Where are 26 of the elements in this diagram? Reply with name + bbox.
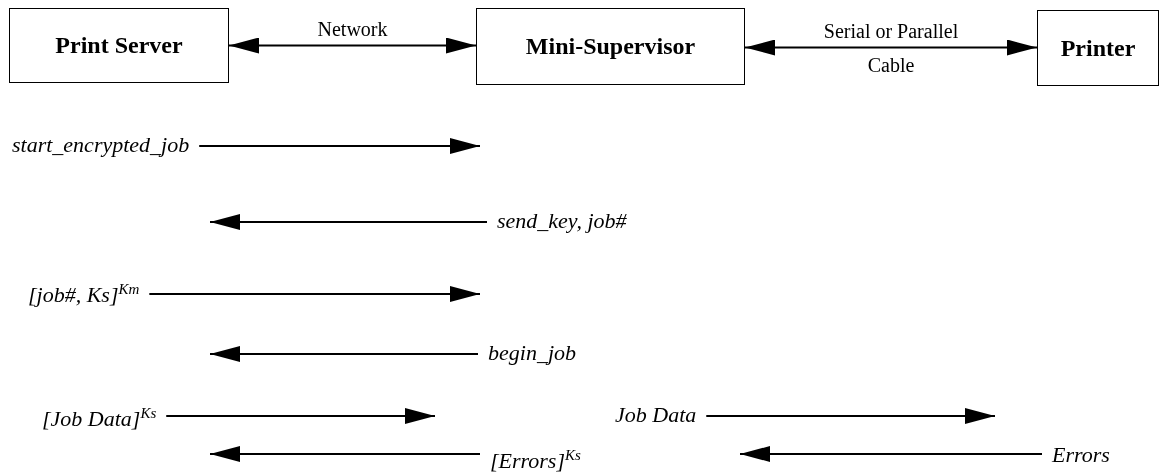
process-box bbox=[9, 8, 229, 83]
message-label: begin_job bbox=[488, 340, 576, 366]
arrow bbox=[165, 408, 436, 424]
message-label: [Job Data]$^{Ks}$ bbox=[42, 400, 157, 433]
arrow bbox=[209, 214, 488, 230]
box-label: Printer bbox=[1060, 34, 1136, 62]
process-box bbox=[1037, 10, 1159, 86]
arrow bbox=[198, 138, 481, 154]
arrow bbox=[705, 408, 996, 424]
box-label: Mini-Supervisor bbox=[525, 33, 696, 60]
message-label: [job#, Ks]$^{Km}$ bbox=[28, 276, 140, 309]
arrow bbox=[209, 446, 481, 462]
edge-label: Serial or Parallel Cable bbox=[822, 18, 960, 78]
message-label: Errors bbox=[1052, 442, 1110, 468]
message-label: [Errors]$^{Ks}$ bbox=[490, 442, 581, 475]
arrow bbox=[209, 346, 479, 362]
process-box bbox=[476, 8, 745, 85]
edge-label: Network bbox=[316, 16, 389, 42]
message-label: send_key, job# bbox=[497, 208, 627, 234]
message-label: start_encrypted_job bbox=[12, 132, 190, 158]
message-label: Job Data bbox=[615, 402, 697, 428]
arrow bbox=[228, 37, 477, 54]
box-label: Print Server bbox=[55, 32, 183, 59]
arrow bbox=[739, 446, 1043, 462]
arrow bbox=[744, 39, 1038, 56]
arrow bbox=[148, 286, 481, 302]
